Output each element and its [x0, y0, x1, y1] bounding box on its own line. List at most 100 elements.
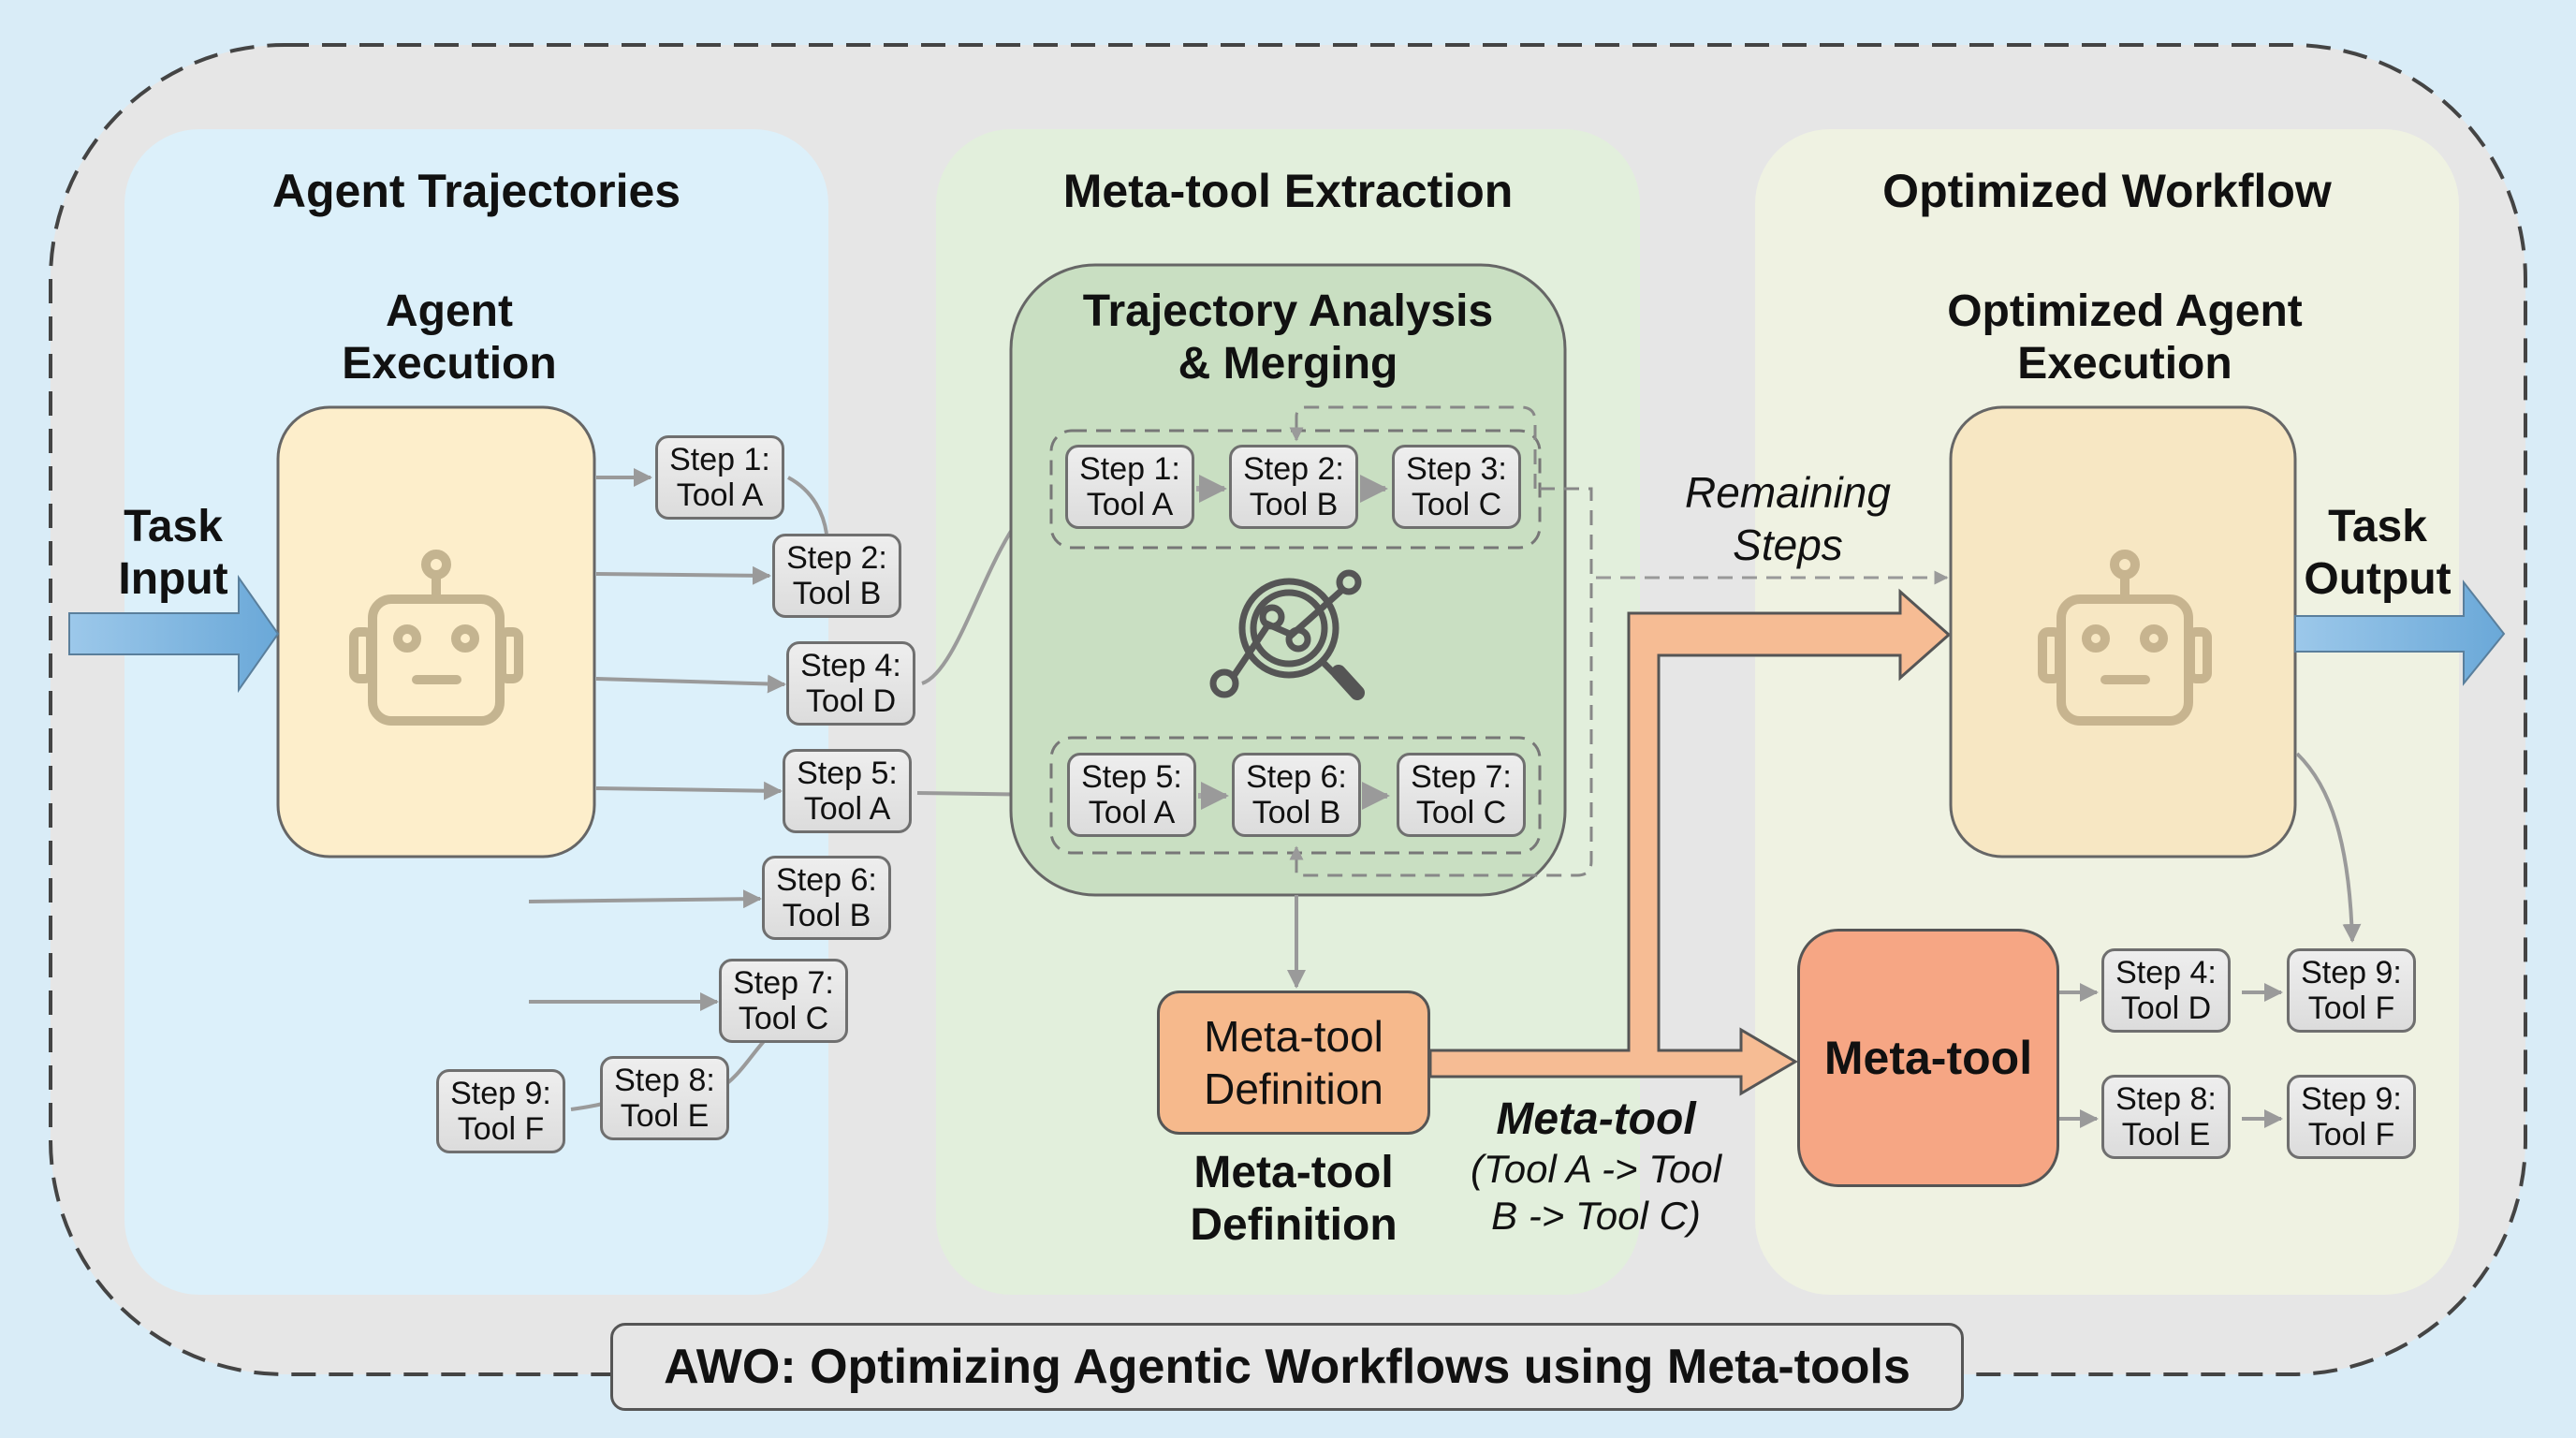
trajectory-step-7: Step 7:Tool C: [719, 959, 848, 1043]
agent-execution-box: [276, 405, 596, 858]
agent-label-line2: Execution: [342, 339, 557, 389]
agent-label-line1: Agent: [386, 286, 513, 336]
step-text: Step 2:: [786, 540, 887, 576]
remaining-steps-path: [1289, 487, 1593, 877]
task-input-line1: Task: [124, 502, 223, 551]
trajectory-analysis-label: Trajectory Analysis & Merging: [1011, 286, 1565, 390]
merge-top-step-1: Step 1:Tool A: [1065, 445, 1194, 529]
optimized-step-8: Step 8:Tool E: [2101, 1075, 2231, 1159]
step-text: Tool D: [2120, 990, 2212, 1026]
step-text: Step 1:: [669, 442, 770, 477]
step-text: Tool F: [2307, 1117, 2395, 1152]
step-text: Tool F: [2307, 990, 2395, 1026]
step-text: Tool B: [782, 898, 871, 933]
definition-caption-line1: Meta-tool: [1193, 1148, 1394, 1197]
agent-execution-label: Agent Execution: [281, 286, 618, 390]
step-text: Step 4:: [2115, 955, 2217, 990]
meta-tool-sequence-line1: (Tool A -> Tool: [1470, 1147, 1722, 1191]
definition-box-line2: Definition: [1204, 1064, 1383, 1113]
definition-caption-line2: Definition: [1190, 1200, 1398, 1250]
remaining-steps-label: Remaining Steps: [1657, 466, 1919, 571]
step-text: Tool B: [1251, 795, 1341, 830]
step-text: Step 9:: [450, 1076, 551, 1111]
step-text: Step 2:: [1243, 451, 1344, 487]
panel-title-extraction: Meta-tool Extraction: [1062, 165, 1514, 217]
step-text: Step 5:: [1081, 759, 1182, 795]
step-text: Tool F: [457, 1111, 545, 1147]
step-text: Step 8:: [2115, 1081, 2217, 1117]
meta-tool-sequence-line2: B -> Tool C): [1491, 1194, 1701, 1238]
step-text: Tool A: [1088, 795, 1176, 830]
step-text: Step 4:: [800, 648, 901, 683]
diagram-title: AWO: Optimizing Agentic Workflows using …: [610, 1323, 1964, 1411]
optimized-label-line1: Optimized Agent: [1947, 286, 2303, 336]
task-output-line1: Task: [2328, 502, 2427, 551]
trajectory-step-1: Step 1:Tool A: [655, 435, 784, 520]
optimized-connectors: [2059, 752, 2362, 1128]
optimized-step-4: Step 4:Tool D: [2101, 948, 2231, 1033]
merge-top-step-3: Step 3:Tool C: [1392, 445, 1521, 529]
step-text: Tool B: [792, 576, 882, 611]
step-text: Tool C: [1411, 487, 1502, 522]
optimized-agent-label: Optimized Agent Execution: [1910, 286, 2340, 390]
step-text: Step 1:: [1079, 451, 1180, 487]
magnifier-chart-icon: [1209, 569, 1365, 700]
merge-bottom-step-6: Step 6:Tool B: [1232, 753, 1361, 837]
optimized-label-line2: Execution: [2017, 339, 2232, 389]
meta-tool-caption: Meta-tool: [1496, 1094, 1696, 1144]
meta-tool-flow-arrow: [1428, 588, 1952, 1096]
merge-loop-top: [1289, 405, 1537, 489]
merge-bottom-step-7: Step 7:Tool C: [1397, 753, 1526, 837]
step-text: Step 5:: [797, 756, 898, 791]
trajectory-step-2: Step 2:Tool B: [772, 534, 901, 618]
optimized-step-9-bottom: Step 9:Tool F: [2287, 1075, 2416, 1159]
definition-box-line1: Meta-tool: [1204, 1012, 1383, 1061]
panel-title-optimized: Optimized Workflow: [1882, 165, 2332, 217]
analysis-title-line1: Trajectory Analysis: [1082, 286, 1494, 336]
meta-tool-annotation: Meta-tool (Tool A -> Tool B -> Tool C): [1442, 1093, 1750, 1240]
analysis-title-line2: & Merging: [1178, 339, 1398, 389]
step-text: Step 3:: [1406, 451, 1507, 487]
trajectory-step-8: Step 8:Tool E: [600, 1056, 729, 1140]
task-output-label: Task Output: [2293, 501, 2462, 606]
trajectory-step-5: Step 5:Tool A: [783, 749, 912, 833]
remaining-steps-line2: Steps: [1733, 521, 1843, 569]
remaining-steps-line1: Remaining: [1685, 468, 1891, 517]
optimized-agent-box: [1949, 405, 2297, 858]
panel-title-trajectories: Agent Trajectories: [271, 165, 681, 217]
step-text: Tool E: [620, 1098, 710, 1134]
merge-step-arrows: [1196, 475, 1390, 810]
meta-tool-definition-box: Meta-tool Definition: [1157, 990, 1430, 1135]
step-text: Tool A: [676, 477, 764, 513]
task-output-arrow: [2294, 580, 2506, 686]
meta-tool-box: Meta-tool: [1797, 929, 2059, 1187]
trajectory-step-9: Step 9:Tool F: [436, 1069, 565, 1153]
step-text: Step 6:: [776, 862, 877, 898]
step-text: Tool A: [1086, 487, 1174, 522]
step-text: Tool D: [805, 683, 897, 719]
step-text: Tool B: [1249, 487, 1339, 522]
step-text: Tool E: [2121, 1117, 2211, 1152]
optimized-step-9-top: Step 9:Tool F: [2287, 948, 2416, 1033]
step-text: Tool A: [803, 791, 891, 827]
step-text: Tool C: [738, 1001, 829, 1036]
task-input-label: Task Input: [94, 501, 253, 606]
step-text: Step 8:: [614, 1063, 715, 1098]
step-text: Step 9:: [2301, 1081, 2402, 1117]
merge-top-step-2: Step 2:Tool B: [1229, 445, 1358, 529]
step-text: Step 9:: [2301, 955, 2402, 990]
robot-icon-optimized: [2038, 550, 2212, 726]
step-text: Step 7:: [1411, 759, 1512, 795]
meta-tool-definition-caption: Meta-tool Definition: [1151, 1147, 1436, 1252]
step-text: Step 7:: [733, 965, 834, 1001]
trajectory-step-4: Step 4:Tool D: [786, 641, 915, 726]
task-input-arrow: [68, 574, 280, 694]
merge-bottom-step-5: Step 5:Tool A: [1067, 753, 1196, 837]
task-output-line2: Output: [2304, 554, 2452, 604]
step-text: Step 6:: [1246, 759, 1347, 795]
task-input-line2: Input: [118, 554, 228, 604]
robot-icon: [349, 550, 523, 726]
step-text: Tool C: [1415, 795, 1507, 830]
trajectory-step-6: Step 6:Tool B: [762, 856, 891, 940]
